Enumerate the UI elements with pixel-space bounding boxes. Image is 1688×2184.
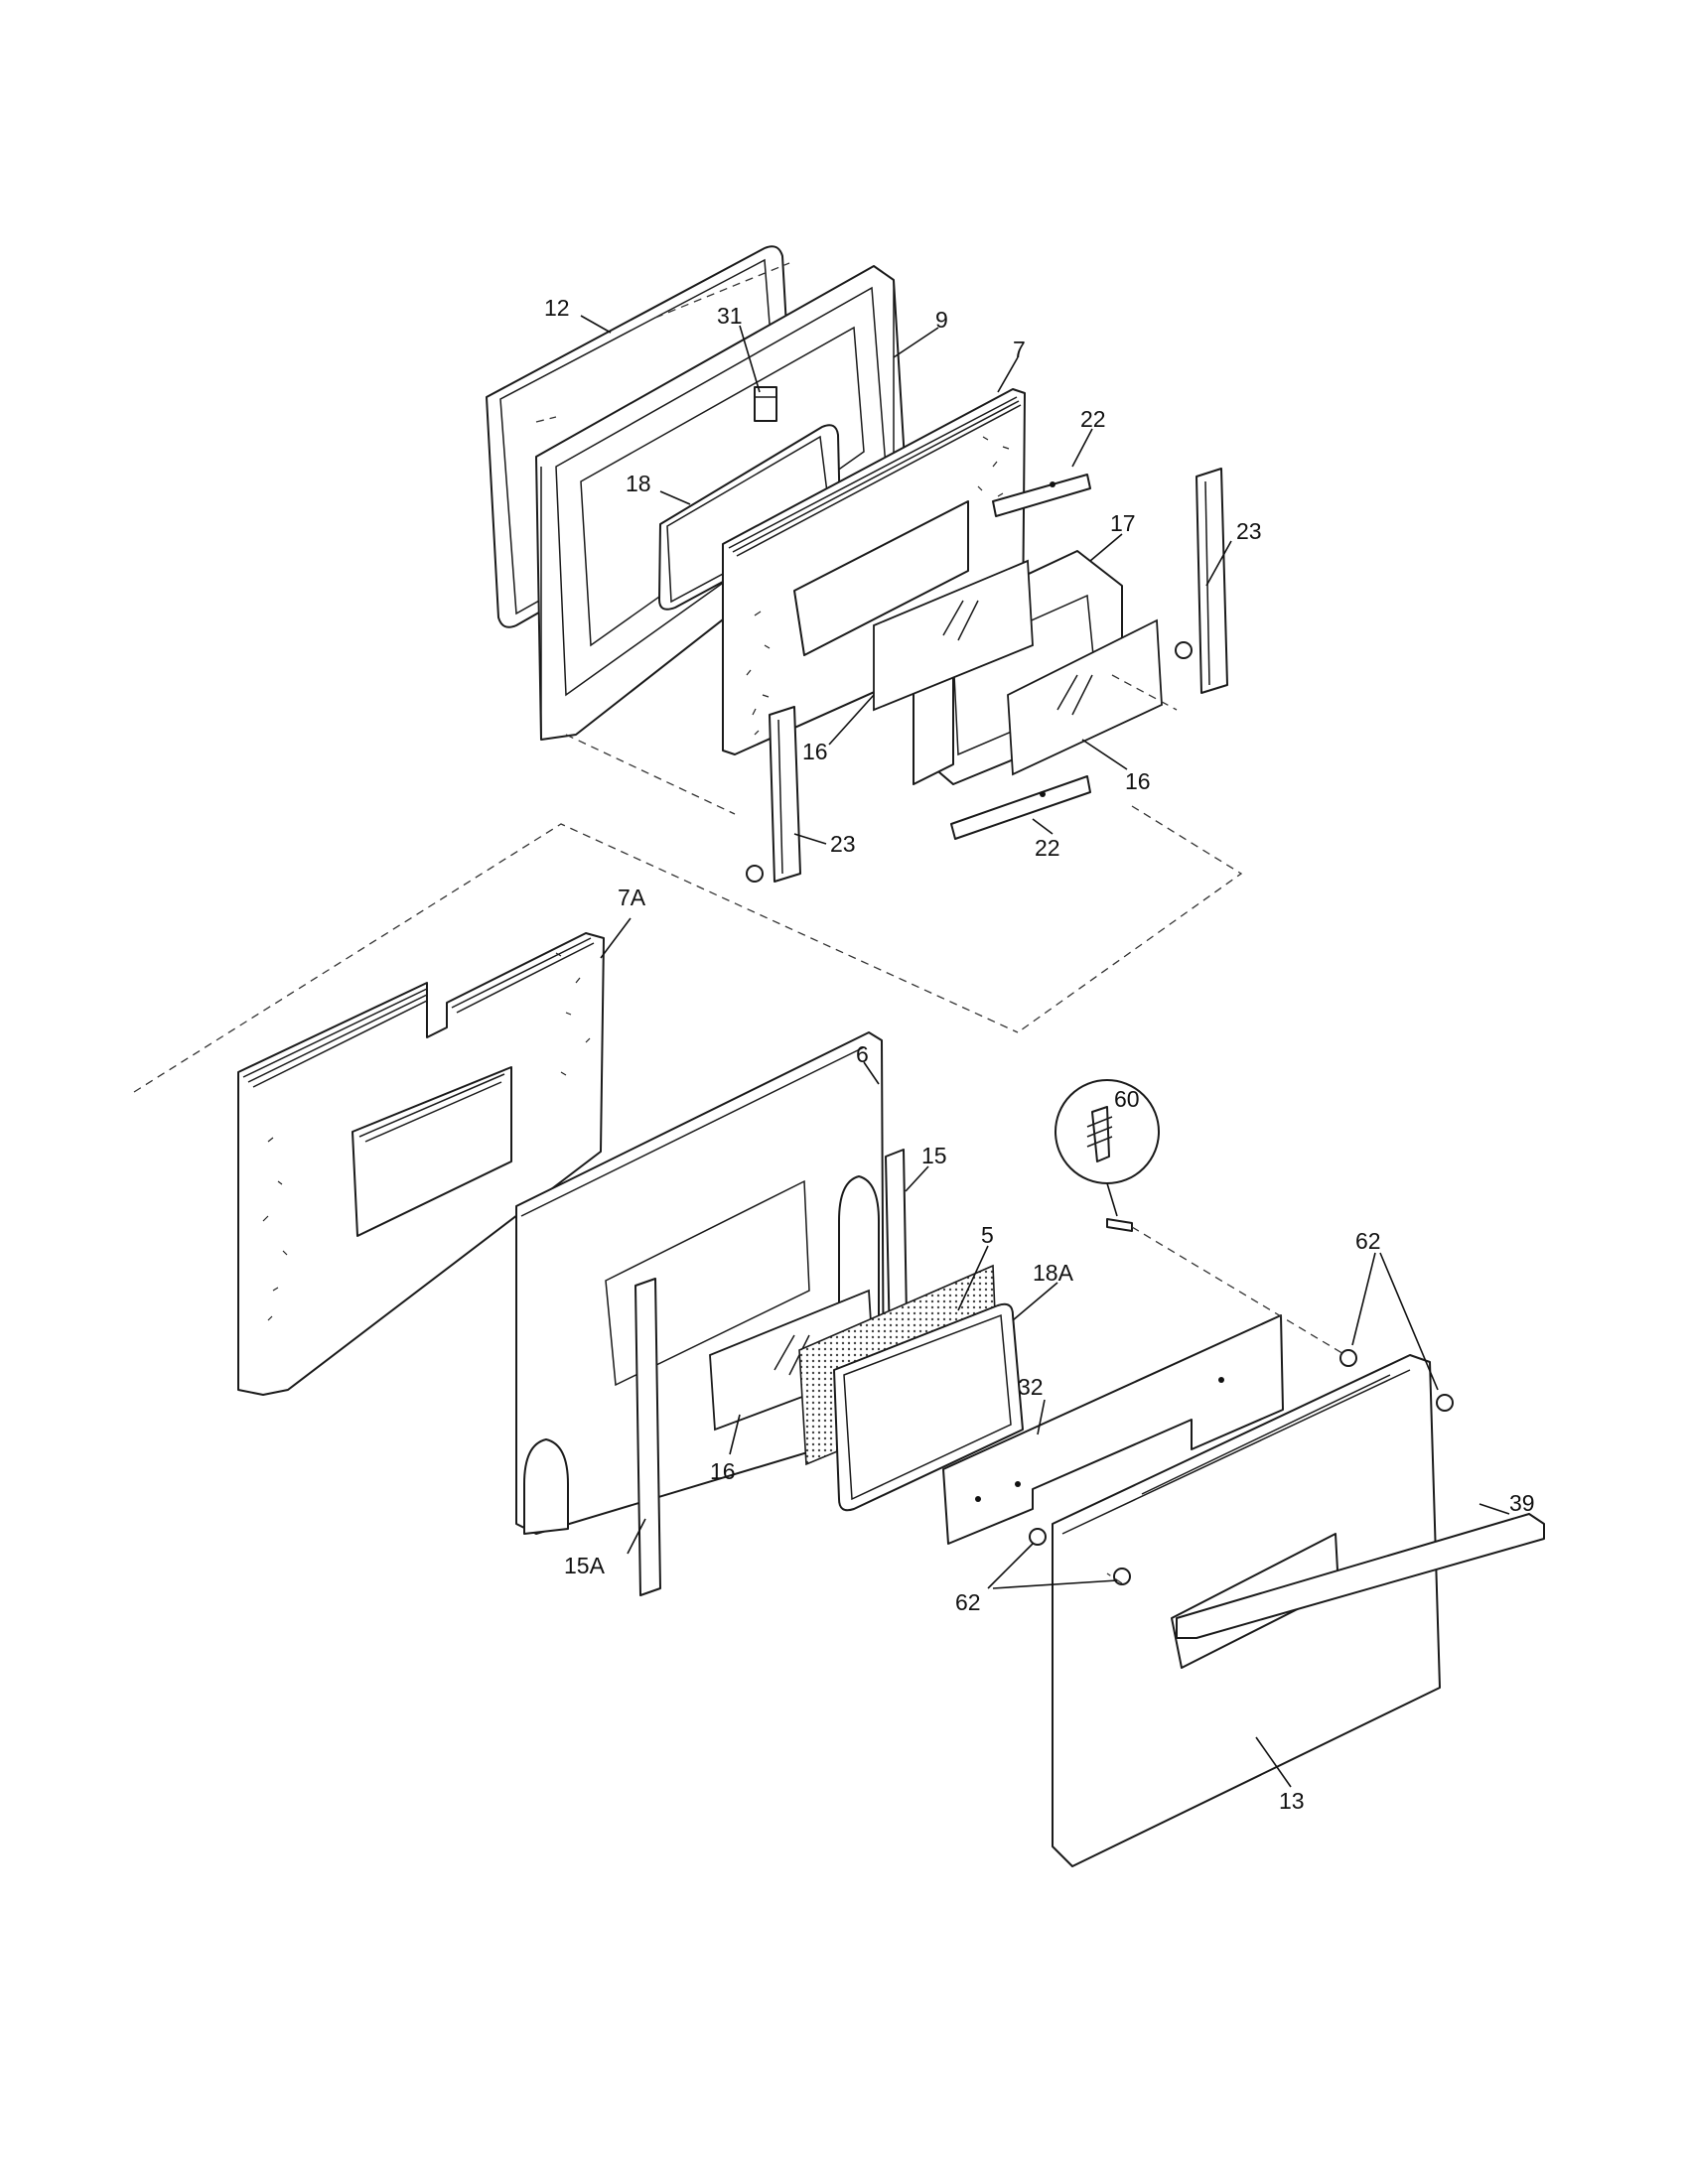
- part-23-left-hinge: [746, 706, 801, 883]
- callout-5: 5: [981, 1222, 994, 1248]
- callout-23-right: 23: [1236, 518, 1262, 544]
- part-32-inner-plate: [942, 1314, 1284, 1545]
- callout-62-bottom: 62: [955, 1589, 981, 1615]
- callout-31: 31: [717, 303, 743, 329]
- callout-17: 17: [1110, 510, 1136, 536]
- callout-6: 6: [856, 1041, 869, 1067]
- part-18A-gasket: [833, 1302, 1024, 1512]
- callout-60: 60: [1114, 1086, 1140, 1112]
- callout-18A: 18A: [1033, 1260, 1074, 1286]
- part-22-top-rail: [992, 474, 1091, 517]
- part-22-bottom-rail: [950, 775, 1091, 840]
- callout-9: 9: [935, 307, 948, 333]
- callout-16-mid: 16: [710, 1458, 736, 1484]
- callout-15: 15: [921, 1143, 947, 1168]
- part-31-bracket: [754, 386, 777, 422]
- part-23-right-hinge: [1175, 468, 1228, 694]
- part-16-right-glass: [1007, 618, 1163, 776]
- callout-62-top: 62: [1355, 1228, 1381, 1254]
- part-15A-side-rail: [634, 1278, 661, 1596]
- callout-16-left: 16: [802, 739, 828, 764]
- callout-23-left: 23: [830, 831, 856, 857]
- part-60-screw: [1055, 1079, 1160, 1232]
- callout-39: 39: [1509, 1490, 1535, 1516]
- callout-labels: 12 31 9 7 22 18 17 23 16 16 23 22 7A 6 6…: [544, 295, 1535, 1814]
- part-7-insulation: [722, 388, 1026, 755]
- callout-22-top: 22: [1080, 406, 1106, 432]
- part-39-handle: [1176, 1513, 1545, 1639]
- callout-12: 12: [544, 295, 570, 321]
- callout-32: 32: [1018, 1374, 1044, 1400]
- part-16-left-glass: [873, 559, 1034, 712]
- callout-18: 18: [626, 471, 651, 496]
- callout-7A: 7A: [618, 885, 646, 910]
- leader-lines: [580, 315, 1510, 1788]
- callout-7: 7: [1013, 337, 1026, 362]
- part-7A-insulation: [237, 932, 605, 1396]
- callout-22-bottom: 22: [1035, 835, 1060, 861]
- callout-15A: 15A: [564, 1553, 606, 1578]
- callout-13: 13: [1279, 1788, 1305, 1814]
- callout-16-right: 16: [1125, 768, 1151, 794]
